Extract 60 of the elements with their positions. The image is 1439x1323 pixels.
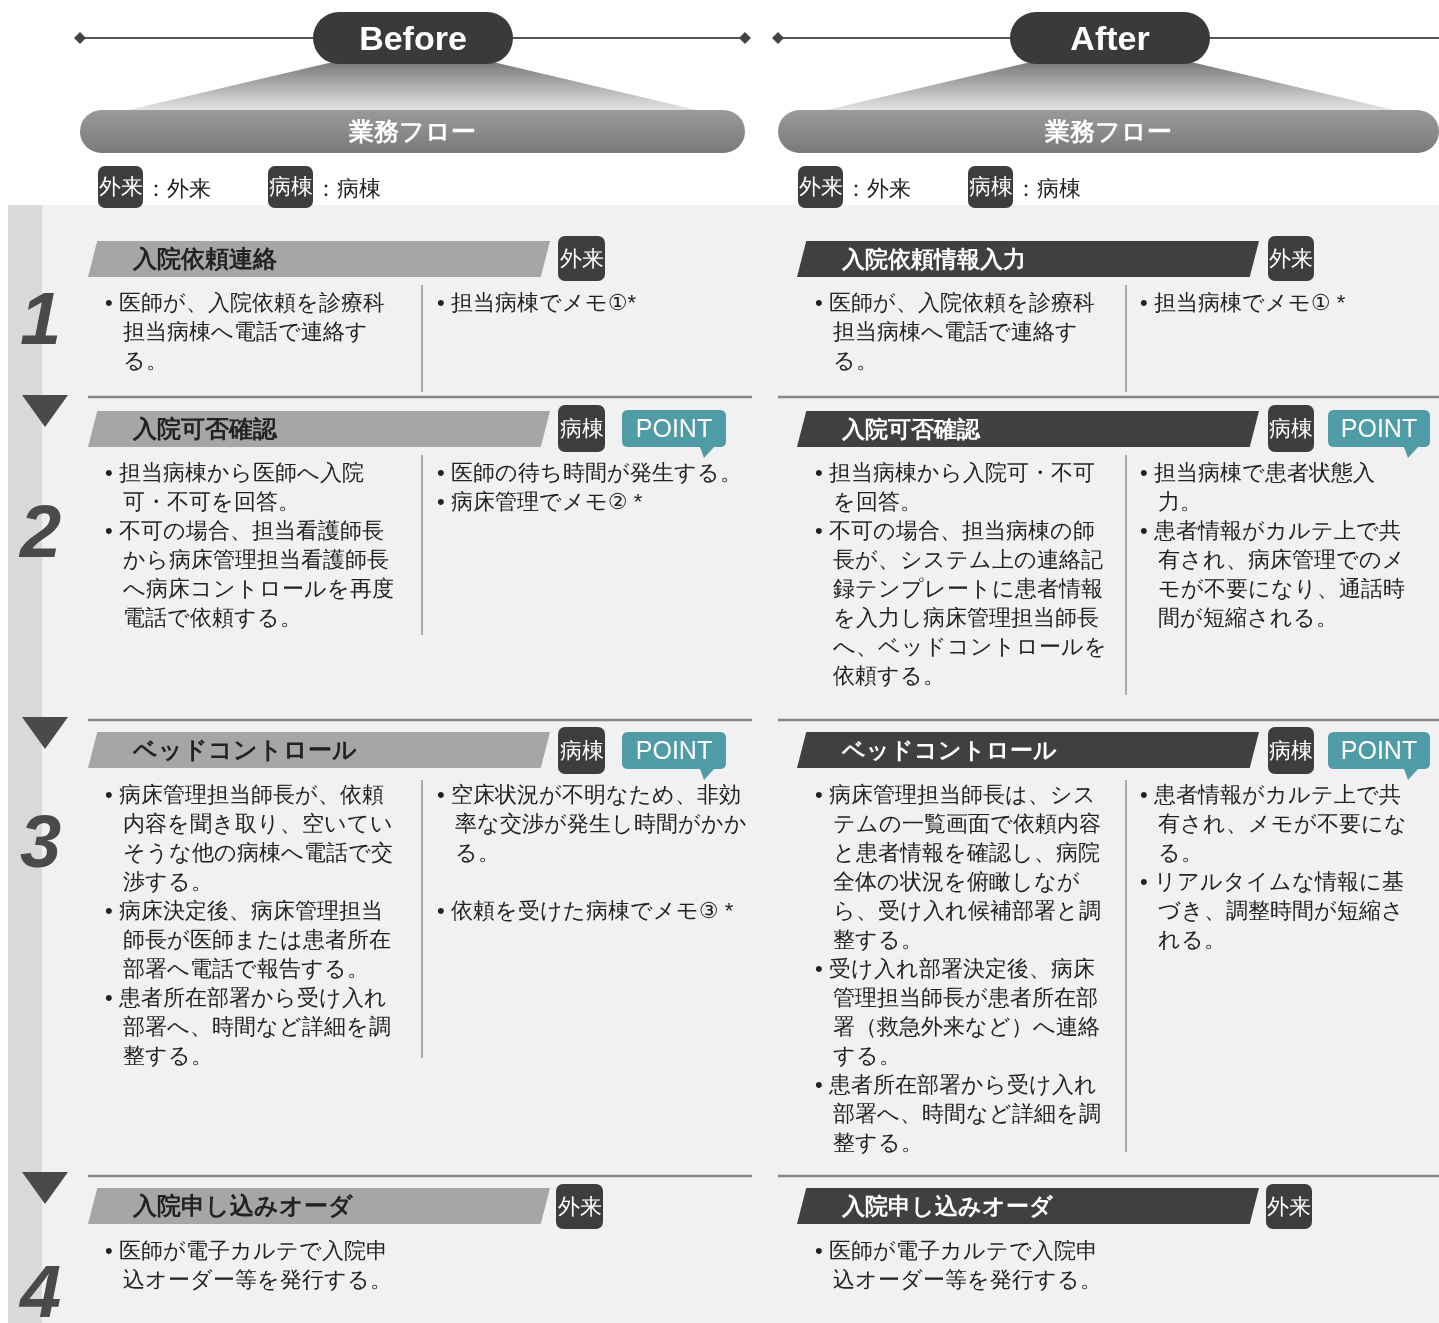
step-header: 入院依頼連絡: [88, 241, 550, 277]
phase-pill: Before: [313, 12, 513, 64]
bullet-text: • 受け入れ部署決定後、病床管理担当師長が患者所在部署（救急外来など）へ連絡する。: [815, 955, 1101, 1070]
legend-text: ：外来: [145, 175, 211, 203]
point-callout: POINT: [1328, 732, 1430, 780]
tag-badge: 病棟: [558, 727, 605, 774]
bullet-text: • 患者情報がカルテ上で共有され、メモが不要になる。: [1140, 781, 1408, 867]
step-header: 入院可否確認: [88, 411, 550, 447]
step-number: 4: [20, 1255, 62, 1323]
bullet-text: • 病床管理担当師長が、依頼内容を聞き取り、空いていそうな他の病棟へ電話で交渉する。: [105, 781, 394, 896]
step-header: ベッドコントロール: [88, 732, 550, 768]
tag-badge: 外来: [1266, 1184, 1312, 1229]
tag-badge: 病棟: [1268, 727, 1314, 774]
bullet-text: • 病床決定後、病床管理担当師長が医師または患者所在部署へ電話で報告する。: [105, 897, 392, 983]
tag-badge: 病棟: [268, 166, 313, 208]
bullet-text: • 医師の待ち時間が発生する。: [437, 459, 743, 487]
tag-badge: 外来: [798, 166, 843, 208]
step-header: ベッドコントロール: [797, 732, 1259, 768]
point-callout: POINT: [622, 410, 726, 458]
bullet-text: • 担当病棟から入院可・不可を回答。: [815, 459, 1096, 516]
bullet-text: • 不可の場合、担当看護師長から病床管理担当看護師長へ病床コントロールを再度電話で依頼する。: [105, 517, 395, 632]
tag-badge: 病棟: [1268, 405, 1314, 452]
step-number: 1: [20, 282, 62, 356]
bullet-text: • 依頼を受けた病棟でメモ③ *: [437, 897, 735, 925]
bullet-text: • 不可の場合、担当病棟の師長が、システム上の連絡記録テンプレートに患者情報を入力し病床管理担当師長へ、ベッドコントロールを依頼する。: [815, 517, 1108, 690]
tag-badge: 病棟: [558, 405, 605, 452]
legend-text: ：病棟: [1015, 175, 1081, 203]
phase-pill: After: [1010, 12, 1210, 64]
bullet-text: • 医師が、入院依頼を診療科担当病棟へ電話で連絡する。: [815, 289, 1096, 375]
tag-badge: 病棟: [968, 166, 1013, 208]
step-number: 3: [20, 805, 62, 879]
tag-badge: 外来: [558, 236, 605, 281]
bullet-text: • 医師が電子カルテで入院申込オーダー等を発行する。: [105, 1237, 393, 1294]
point-callout: POINT: [622, 732, 726, 780]
point-callout: POINT: [1328, 410, 1430, 458]
bullet-text: • 患者情報がカルテ上で共有され、病床管理でのメモが不要になり、通話時間が短縮される。: [1140, 517, 1406, 632]
bullet-text: • 患者所在部署から受け入れ部署へ、時間など詳細を調整する。: [105, 984, 392, 1070]
step-header: 入院申し込みオーダ: [88, 1188, 550, 1224]
step-header: 入院依頼情報入力: [797, 241, 1259, 277]
bullet-text: • 病床管理でメモ② *: [437, 488, 644, 516]
bullet-text: • 患者所在部署から受け入れ部署へ、時間など詳細を調整する。: [815, 1071, 1102, 1157]
bullet-text: • 医師が電子カルテで入院申込オーダー等を発行する。: [815, 1237, 1103, 1294]
bullet-text: • 医師が、入院依頼を診療科担当病棟へ電話で連絡する。: [105, 289, 386, 375]
bullet-text: • 担当病棟でメモ① *: [1140, 289, 1347, 317]
bullet-text: • 空床状況が不明なため、非効率な交渉が発生し時間がかかる。: [437, 781, 747, 867]
tag-badge: 外来: [1268, 236, 1314, 281]
step-header: 入院可否確認: [797, 411, 1259, 447]
bullet-text: • 担当病棟でメモ①*: [437, 289, 638, 317]
bullet-text: • 担当病棟で患者状態入力。: [1140, 459, 1376, 516]
section-band: 業務フロー: [778, 110, 1439, 153]
legend-text: ：病棟: [315, 175, 381, 203]
tag-badge: 外来: [98, 166, 143, 208]
legend-text: ：外来: [845, 175, 911, 203]
tag-badge: 外来: [556, 1184, 603, 1229]
step-number: 2: [20, 495, 62, 569]
bullet-text: • 病床管理担当師長は、システムの一覧画面で依頼内容と患者情報を確認し、病院全体の状況を俯瞰しながら、受け入れ候補部署と調整する。: [815, 781, 1102, 954]
section-band: 業務フロー: [80, 110, 745, 153]
bullet-text: • リアルタイムな情報に基づき、調整時間が短縮される。: [1140, 868, 1405, 954]
step-header: 入院申し込みオーダ: [797, 1188, 1259, 1224]
bullet-text: • 担当病棟から医師へ入院可・不可を回答。: [105, 459, 365, 516]
